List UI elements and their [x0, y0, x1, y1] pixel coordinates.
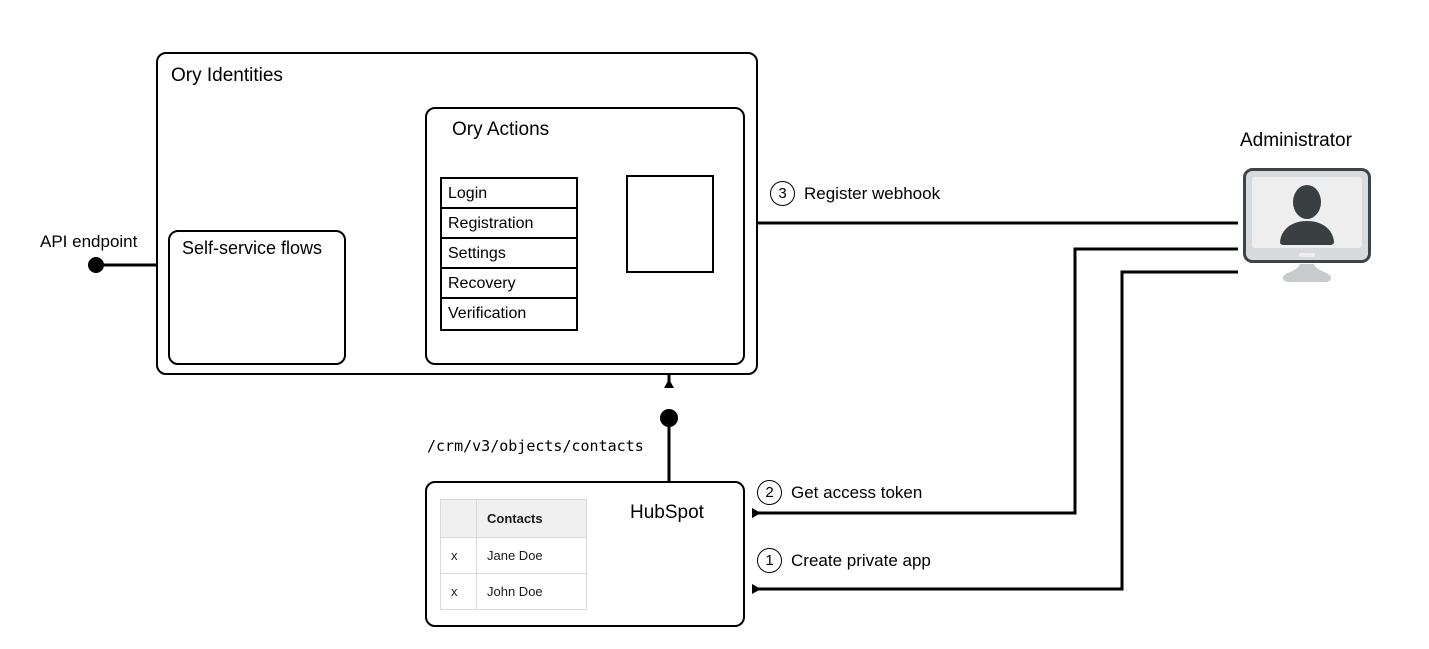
self-service-flows-box	[168, 230, 346, 365]
ory-actions-title: Ory Actions	[452, 119, 550, 140]
step-2-label: Get access token	[791, 482, 923, 502]
table-header-contacts: Contacts	[476, 499, 587, 538]
self-service-flow-list: Login Registration Settings Recovery Ver…	[440, 177, 578, 331]
step-2-number: 2	[757, 480, 782, 505]
row-mark: x	[440, 573, 477, 610]
monitor-stand	[1283, 264, 1331, 282]
step-2-badge: 2 Get access token	[757, 480, 922, 505]
step-1-number: 1	[757, 548, 782, 573]
table-row[interactable]: x John Doe	[440, 573, 587, 610]
api-endpoint-dot	[88, 257, 104, 273]
step-2-route	[752, 247, 1238, 518]
self-service-flows-title: Self-service flows	[182, 238, 323, 258]
step-1-route	[752, 270, 1238, 594]
flow-item-recovery[interactable]: Recovery	[442, 269, 576, 299]
flow-item-registration[interactable]: Registration	[442, 209, 576, 239]
table-row[interactable]: x Jane Doe	[440, 537, 587, 574]
row-mark: x	[440, 537, 477, 574]
flow-item-settings[interactable]: Settings	[442, 239, 576, 269]
table-header-row: Contacts	[440, 499, 587, 538]
monitor-user-icon	[1243, 168, 1371, 282]
step-3-label: Register webhook	[804, 183, 941, 203]
monitor-power-nub	[1299, 253, 1315, 257]
hubspot-title: HubSpot	[630, 502, 704, 523]
person-silhouette	[1280, 185, 1334, 245]
flow-item-login[interactable]: Login	[442, 179, 576, 209]
contacts-table: Contacts x Jane Doe x John Doe	[440, 499, 587, 610]
step-1-label: Create private app	[791, 550, 931, 570]
api-endpoint-label: API endpoint	[40, 232, 138, 251]
flow-item-verification[interactable]: Verification	[442, 299, 576, 329]
webhook-box	[626, 175, 714, 273]
row-contact-name: John Doe	[476, 573, 587, 610]
step-1-badge: 1 Create private app	[757, 548, 931, 573]
row-contact-name: Jane Doe	[476, 537, 587, 574]
step-3-number: 3	[770, 181, 795, 206]
ory-identities-title: Ory Identities	[171, 65, 283, 86]
table-header-mark	[440, 499, 477, 538]
crm-path-label: /crm/v3/objects/contacts	[427, 437, 644, 455]
administrator-label: Administrator	[1240, 130, 1352, 151]
step-3-badge: 3 Register webhook	[770, 181, 940, 206]
